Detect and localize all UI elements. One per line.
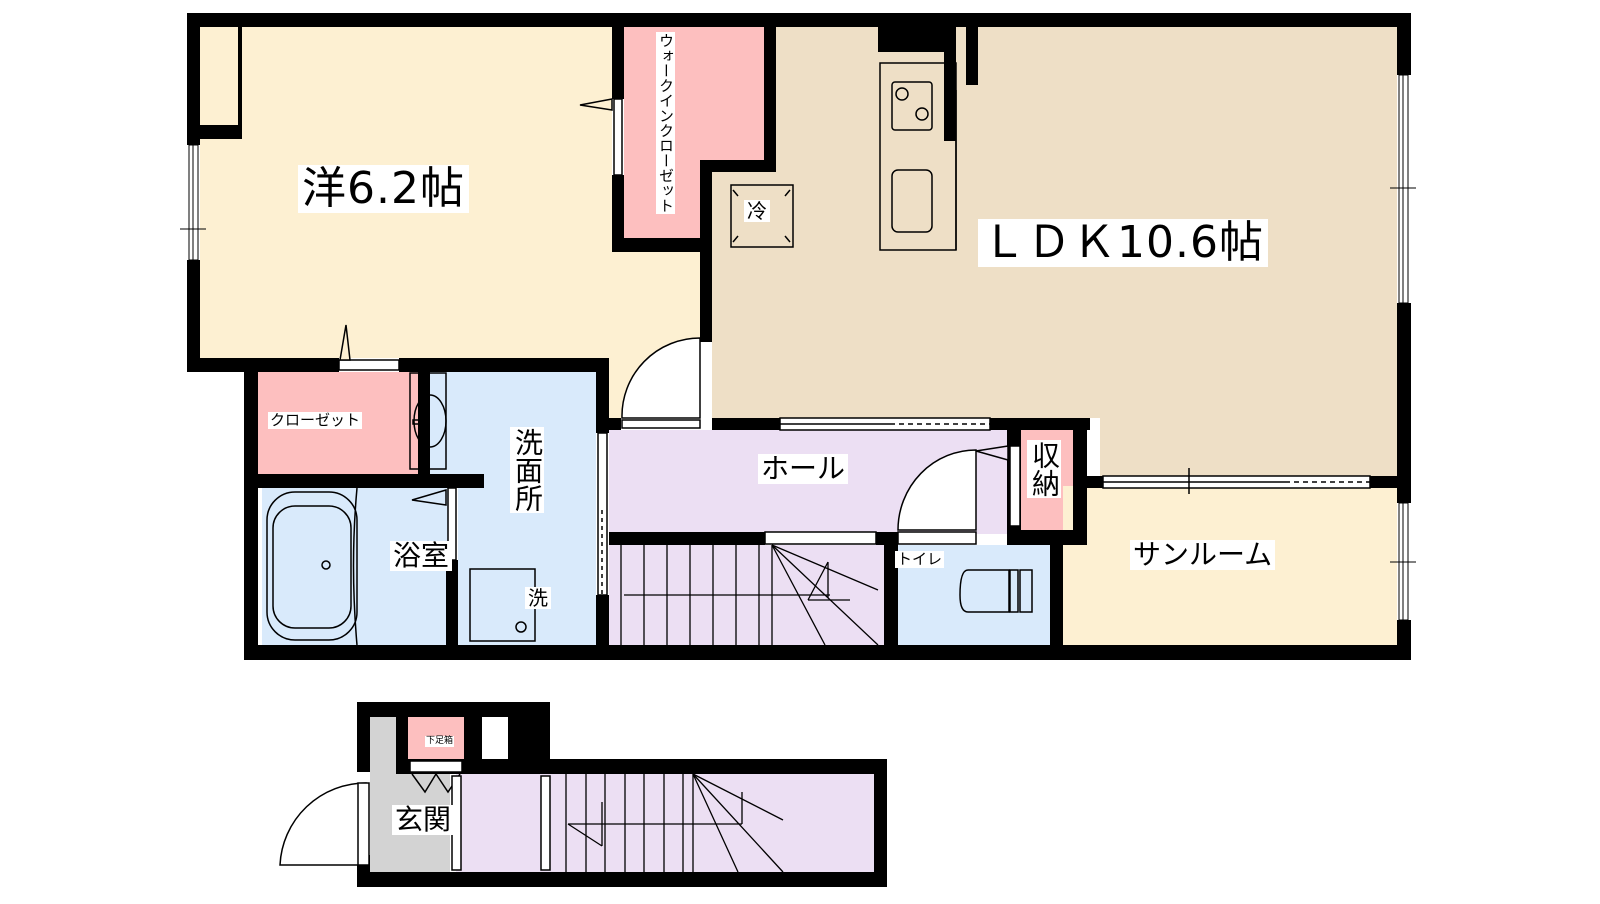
front-door [279,782,367,866]
sink-icon [891,169,933,233]
closet-door [338,359,400,371]
sunroom-label: サンルーム [1130,540,1276,570]
wet-fixtures [266,372,1033,646]
ldk-label: ＬＤＫ10.6帖 [978,219,1268,267]
walk-in-closet-label: ウォークインクローゼット [656,32,675,214]
closet-label: クローゼット [268,411,363,429]
stairs-opening [764,531,877,545]
hall-label: ホール [758,454,849,484]
shoe-box-side [482,717,508,759]
storage-door [1009,445,1021,527]
western-room-door [621,337,701,419]
shoe-box-label: 下足箱 [425,736,455,747]
room-fills [200,27,1397,872]
toilet-icon [959,569,1010,613]
entrance-label: 玄関 [392,805,455,835]
washroom-label: 洗面所 [510,427,544,513]
toilet-label: トイレ [895,550,945,568]
stairs-lower [565,773,784,873]
storage-label: 収納 [1027,440,1061,498]
washing-machine-label: 洗 [525,587,551,609]
western-room-label: 洋6.2帖 [298,165,469,213]
walls [187,13,1411,887]
fridge-label: 冷 [744,200,770,222]
bathtub-icon [266,491,358,641]
stove-icon [891,81,933,131]
windows [180,74,1416,621]
bathroom-label: 浴室 [390,541,453,571]
doors [279,98,1371,871]
western-room-area [200,27,700,418]
stairs-upper [620,544,879,646]
wic-door [613,98,623,176]
toilet-door [897,449,977,531]
lower-hall-area [456,774,874,872]
